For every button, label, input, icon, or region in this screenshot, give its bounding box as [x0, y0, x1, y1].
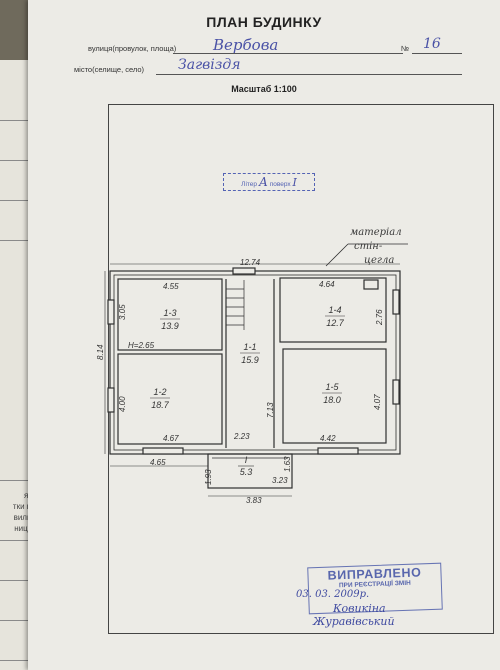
stamp-name-1: Ковикіна [333, 602, 386, 615]
house-number-label: № [401, 44, 410, 53]
locality-value: Загвіздя [178, 57, 241, 73]
room-1-5-id: 1-5 [325, 382, 339, 392]
material-leader [325, 243, 349, 267]
dim-corridor-bottom: 2.23 [233, 432, 250, 441]
floor-label: поверх [269, 181, 291, 188]
dim-height: H=2.65 [128, 341, 155, 350]
room-1-5-outline [282, 348, 387, 444]
dim-room-1-4-side: 2.76 [375, 309, 384, 326]
litera-label: Літер [241, 181, 258, 188]
scale-label: Масштаб 1:100 [231, 84, 297, 94]
window [392, 379, 400, 405]
dim-porch-inner: 3.23 [272, 476, 288, 485]
window [142, 447, 184, 455]
house-number-value: 16 [423, 36, 441, 52]
room-1-1-area: 15.9 [241, 355, 259, 365]
litera-value: А [258, 175, 268, 189]
dim-top-total: 12.74 [240, 258, 261, 267]
window [317, 447, 359, 455]
dim-room-1-2-side: 4.00 [118, 396, 127, 412]
locality-label: місто(селище, село) [74, 65, 145, 74]
room-1-3-area: 13.9 [161, 321, 179, 331]
drawing-frame [108, 104, 494, 634]
dim-room-1-5-bottom: 4.42 [320, 434, 336, 443]
floor-plan: 12.74 8.14 4.55 3.05 H=2.65 4.00 4.67 4.… [96, 227, 408, 505]
locality-underline [156, 74, 462, 75]
plan-sheet: ПЛАН БУДИНКУ вулиця(провулок, площа) Вер… [28, 0, 500, 670]
dim-room-1-5-side: 4.07 [373, 394, 382, 410]
room-1-5-area: 18.0 [323, 395, 341, 405]
window [392, 289, 400, 315]
dim-room-1-2-bottom: 4.67 [163, 434, 179, 443]
outer-wall-inner [113, 274, 397, 451]
floor-value: I [292, 176, 297, 189]
window [232, 267, 256, 275]
number-underline [412, 53, 462, 54]
material-note-line1: матеріал [350, 227, 402, 238]
stamp-date: 03. 03. 2009р. [296, 589, 370, 600]
room-1-2-outline [117, 353, 223, 445]
litera-stamp: Літер А поверх I [223, 173, 315, 191]
room-1-2-id: 1-2 [153, 387, 166, 397]
dim-porch-left: 1.93 [204, 469, 213, 485]
street-underline [173, 53, 403, 54]
porch-id: I [245, 455, 248, 465]
room-1-1-id: 1-1 [243, 342, 256, 352]
material-note-line2: стін- [354, 241, 383, 252]
room-1-3-outline [117, 278, 223, 351]
material-note-line3: цегла [364, 255, 394, 266]
dim-left-total: 8.14 [96, 344, 105, 360]
room-1-4-outline [279, 277, 387, 343]
room-1-4-id: 1-4 [328, 305, 341, 315]
window [107, 299, 115, 325]
street-value: Вербова [213, 36, 279, 54]
porch-area: 5.3 [240, 467, 253, 477]
stamp-name-2: Журавівський [313, 615, 395, 628]
room-1-3-id: 1-3 [163, 308, 176, 318]
window [107, 387, 115, 413]
document-title: ПЛАН БУДИНКУ [206, 14, 322, 30]
stove [363, 279, 379, 290]
porch-outline [207, 453, 293, 489]
room-1-4-area: 12.7 [326, 318, 345, 328]
room-1-2-area: 18.7 [151, 400, 170, 410]
dim-room-1-3-side: 3.05 [118, 304, 127, 320]
dim-corridor-side: 7.13 [266, 402, 275, 418]
street-label: вулиця(провулок, площа) [88, 44, 177, 53]
dim-porch-right: 1.63 [283, 456, 292, 472]
dim-wall-bottom-left: 4.65 [150, 458, 166, 467]
dim-porch-bottom: 3.83 [246, 496, 262, 505]
dim-room-1-4-top: 4.64 [319, 280, 335, 289]
dim-room-1-3-top: 4.55 [163, 282, 179, 291]
